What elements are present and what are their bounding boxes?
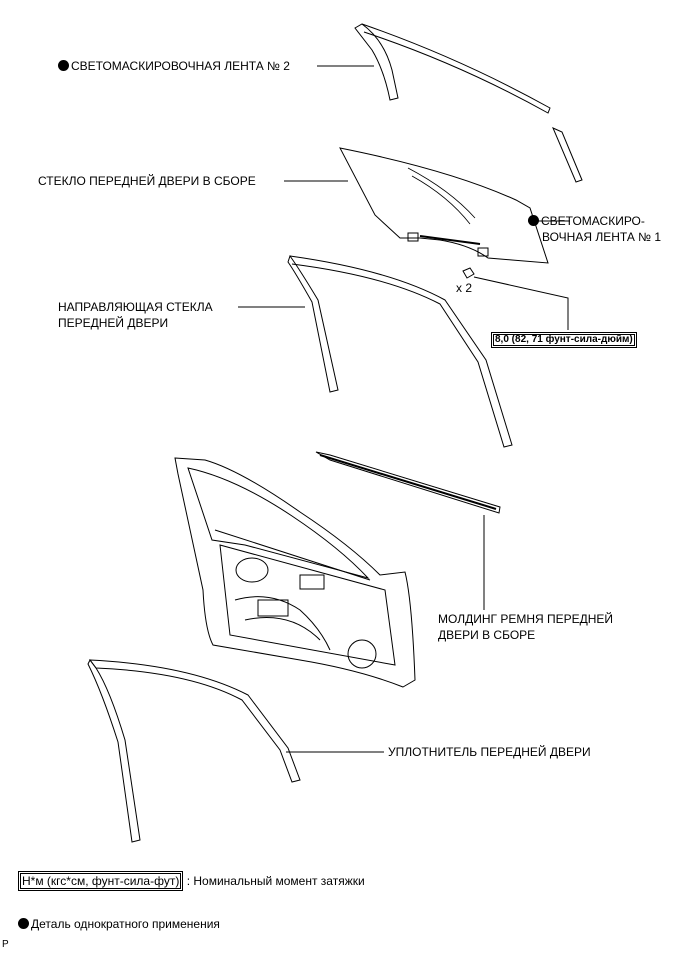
label-light-shield-tape-2: СВЕТОМАСКИРОВОЧНАЯ ЛЕНТА № 2 — [58, 58, 290, 74]
label-belt-moulding: МОЛДИНГ РЕМНЯ ПЕРЕДНЕЙ ДВЕРИ В СБОРЕ — [438, 612, 614, 642]
filled-circle-icon — [528, 215, 539, 226]
belt-moulding-part — [315, 451, 501, 514]
front-door-panel-part — [174, 457, 416, 688]
front-door-glass-part — [339, 147, 549, 264]
light-shield-tape-2-part — [354, 23, 399, 101]
label-front-door-glass: СТЕКЛО ПЕРЕДНЕЙ ДВЕРИ В СБОРЕ — [38, 174, 256, 188]
footer-code: P — [2, 939, 9, 950]
filled-circle-icon — [58, 60, 69, 71]
bolt-part — [462, 267, 475, 279]
legend-torque-desc: : Номинальный момент затяжки — [186, 874, 365, 888]
legend-torque: Н*м (кгс*см, фунт-сила-фут) : Номинальны… — [18, 871, 365, 891]
legend-torque-unit-box: Н*м (кгс*см, фунт-сила-фут) — [18, 871, 184, 891]
label-bolt-quantity: x 2 — [456, 281, 473, 295]
glass-run-part — [287, 254, 339, 393]
weatherstrip-part — [88, 659, 301, 783]
legend-non-reusable: Деталь однократного применения — [18, 916, 220, 932]
label-glass-run: НАПРАВЛЯЮЩАЯ СТЕКЛА ПЕРЕДНЕЙ ДВЕРИ — [58, 300, 213, 330]
filled-circle-icon — [18, 918, 29, 929]
torque-spec-box: 8,0 (82, 71 фунт-сила-дюйм) — [491, 332, 637, 348]
light-shield-tape-2-end — [552, 127, 583, 183]
label-weatherstrip: УПЛОТНИТЕЛЬ ПЕРЕДНЕЙ ДВЕРИ — [388, 745, 591, 759]
label-light-shield-tape-1: СВЕТОМАСКИРО- ВОЧНАЯ ЛЕНТА № 1 — [528, 213, 661, 245]
